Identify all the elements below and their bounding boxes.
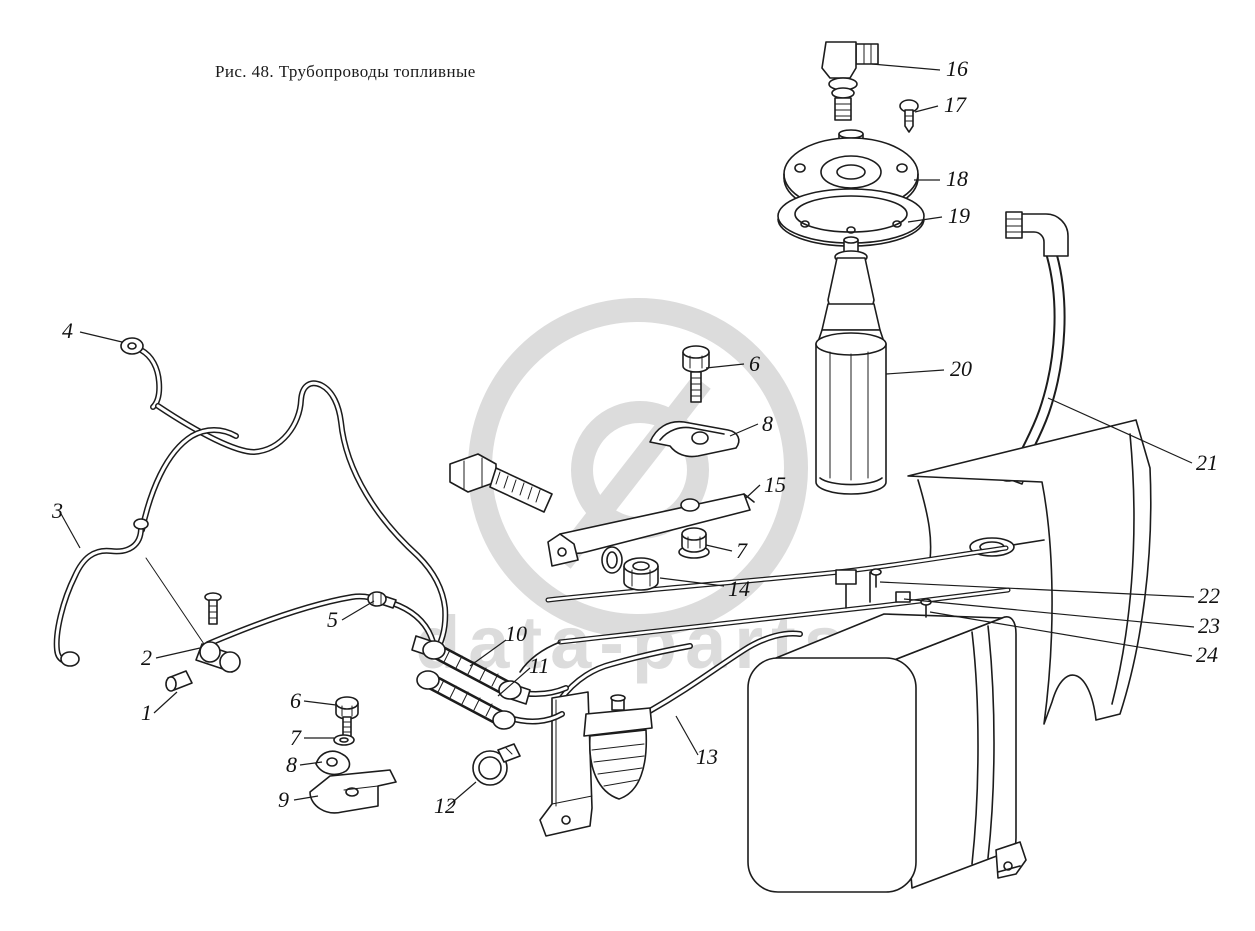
figure-title: Рис. 48. Трубопроводы топливные <box>215 62 476 81</box>
callout-8-center: 8 <box>762 411 773 436</box>
filter-assembly-13 <box>539 630 803 837</box>
pickup-stem <box>817 236 885 343</box>
callout-8-left: 8 <box>286 752 297 777</box>
callout-23: 23 <box>1198 613 1220 638</box>
callout-6-left: 6 <box>290 688 301 713</box>
callout-11: 11 <box>529 653 549 678</box>
callout-14: 14 <box>728 576 750 601</box>
watermark-logo: data-parts <box>415 298 845 684</box>
elbow-fitting-16 <box>821 41 879 121</box>
leader-lines <box>59 63 1195 807</box>
callout-22: 22 <box>1198 583 1220 608</box>
callout-10: 10 <box>505 621 527 646</box>
callout-15: 15 <box>764 472 786 497</box>
callout-19: 19 <box>948 203 970 228</box>
bolt-5 <box>367 591 397 609</box>
washer-7-left <box>333 734 355 746</box>
hose-clamp-12 <box>472 743 521 786</box>
nut-7-center <box>678 527 710 559</box>
callout-21: 21 <box>1196 450 1218 475</box>
callout-3: 3 <box>51 498 63 523</box>
fuel-lines <box>519 545 1011 673</box>
callout-18: 18 <box>946 166 968 191</box>
screw-17 <box>899 99 919 133</box>
tube-3 <box>53 518 149 667</box>
clamp-pair-2 <box>195 592 241 673</box>
clamp-8-left <box>315 750 351 776</box>
clamp-8-center <box>649 420 740 458</box>
fuel-pickup-filter-20 <box>815 332 887 495</box>
tube-4 <box>120 337 163 410</box>
callout-1: 1 <box>141 700 152 725</box>
nut-14 <box>623 557 659 591</box>
hoses-10-11 <box>411 635 531 730</box>
bracket-15 <box>547 493 755 567</box>
callout-labels: 16 17 18 19 20 6 8 15 7 14 21 22 23 24 4… <box>51 56 1220 818</box>
callout-24: 24 <box>1196 642 1218 667</box>
lock-ring <box>601 546 623 574</box>
callout-20: 20 <box>950 356 972 381</box>
fitting-1 <box>165 670 193 692</box>
bolt-6-left <box>335 696 359 738</box>
callout-12: 12 <box>434 793 456 818</box>
callout-17: 17 <box>944 92 967 117</box>
hex-bolt-large <box>449 453 553 513</box>
callout-6-center: 6 <box>749 351 760 376</box>
bolt-6-center <box>682 345 710 403</box>
callout-7-left: 7 <box>290 725 302 750</box>
callout-9: 9 <box>278 787 289 812</box>
callout-2: 2 <box>141 645 152 670</box>
fuel-tank <box>747 613 1027 893</box>
callout-5: 5 <box>327 607 338 632</box>
callout-16: 16 <box>946 56 968 81</box>
callout-7-center: 7 <box>736 538 748 563</box>
bracket-9 <box>309 769 397 814</box>
callout-13: 13 <box>696 744 718 769</box>
callout-4: 4 <box>62 318 73 343</box>
